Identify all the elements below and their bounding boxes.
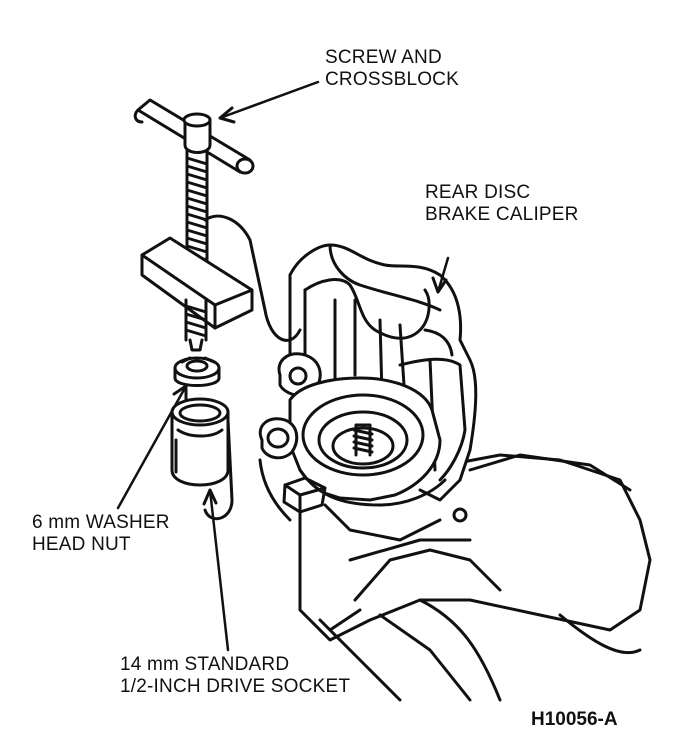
label-socket-line1: 14 mm STANDARD [120, 654, 290, 675]
label-washer-nut-line2: HEAD NUT [32, 534, 131, 555]
drive-socket [170, 397, 230, 487]
caliper-bracket-arm [298, 453, 652, 702]
washer-leader-arrow [116, 384, 188, 510]
rear-disc-brake-caliper [258, 243, 478, 542]
figure-code: H10056-A [531, 709, 618, 730]
leader-lines [116, 80, 450, 652]
label-caliper: REAR DISC BRAKE CALIPER [425, 182, 579, 226]
washer-head-nut [173, 356, 221, 387]
label-washer-nut-line1: 6 mm WASHER [32, 512, 170, 533]
label-screw-crossblock-line1: SCREW AND [325, 47, 442, 68]
socket-guide-line [203, 418, 234, 521]
label-screw-crossblock: SCREW AND CROSSBLOCK [325, 47, 459, 91]
label-caliper-line1: REAR DISC [425, 182, 531, 203]
flex-guide-line [203, 214, 302, 342]
screw-and-crossblock-tool [133, 98, 255, 352]
label-caliper-line2: BRAKE CALIPER [425, 204, 579, 225]
label-socket-line2: 1/2-INCH DRIVE SOCKET [120, 676, 351, 697]
label-washer-nut: 6 mm WASHER HEAD NUT [32, 512, 170, 556]
label-screw-crossblock-line2: CROSSBLOCK [325, 69, 459, 90]
socket-leader-arrow [208, 488, 230, 652]
label-socket: 14 mm STANDARD 1/2-INCH DRIVE SOCKET [120, 654, 350, 698]
screw-leader-arrow [218, 80, 320, 120]
caliper-leader-arrow [436, 256, 450, 294]
